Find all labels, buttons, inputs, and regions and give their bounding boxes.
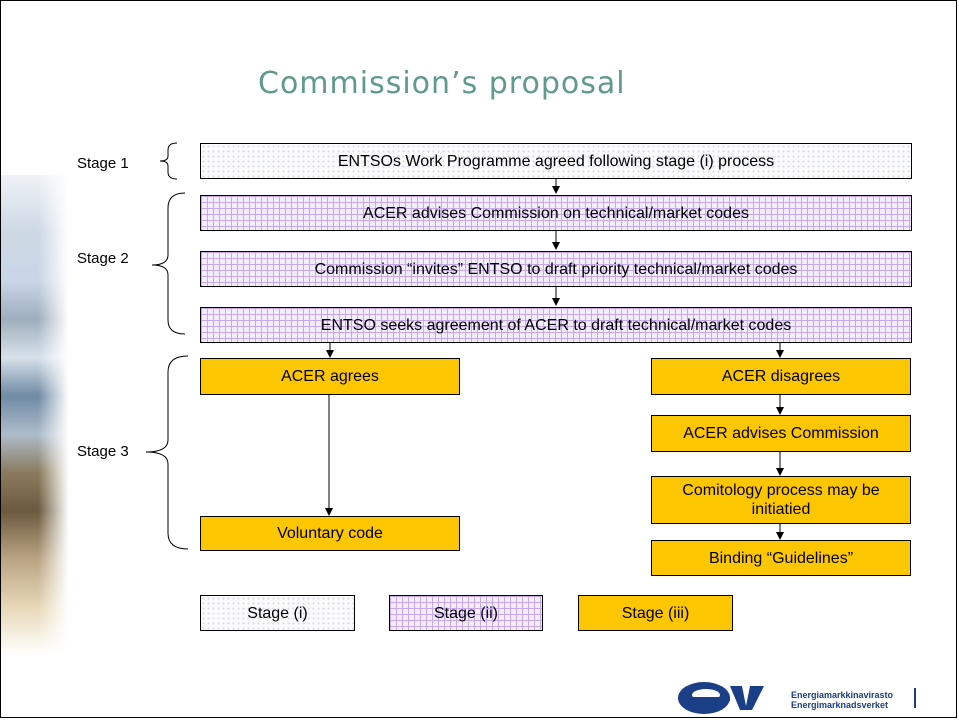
slide-title: Commission’s proposal bbox=[258, 66, 626, 101]
stage-1-brace bbox=[159, 142, 178, 180]
box-comitology: Comitology process may be initiatied bbox=[651, 476, 911, 524]
box-acer-agrees: ACER agrees bbox=[200, 358, 460, 395]
box-acer-advises-commission: ACER advises Commission bbox=[651, 415, 911, 452]
stage-3-brace bbox=[145, 355, 189, 550]
legend-stage-ii: Stage (ii) bbox=[389, 595, 543, 631]
emv-logo-wordmark: emv bbox=[734, 705, 735, 706]
box-work-programme: ENTSOs Work Programme agreed following s… bbox=[200, 143, 912, 179]
legend-stage-iii: Stage (iii) bbox=[578, 595, 733, 631]
box-voluntary-code: Voluntary code bbox=[200, 516, 460, 551]
stage-3-label: Stage 3 bbox=[77, 443, 129, 460]
logo-divider bbox=[914, 688, 916, 708]
logo-line-2: Energimarknadsverket bbox=[791, 700, 889, 710]
stage-2-brace bbox=[151, 192, 186, 335]
emv-logo-mark: emv bbox=[678, 682, 764, 714]
box-acer-disagrees: ACER disagrees bbox=[651, 358, 911, 395]
stage-1-label: Stage 1 bbox=[77, 155, 129, 172]
box-acer-advises-codes: ACER advises Commission on technical/mar… bbox=[200, 195, 912, 231]
stage-2-label: Stage 2 bbox=[77, 250, 129, 267]
energy-collage-image bbox=[1, 175, 69, 655]
box-commission-invites: Commission “invites” ENTSO to draft prio… bbox=[200, 251, 912, 287]
emv-logo: emv Energiamarkkinavirasto Energimarknad… bbox=[676, 676, 916, 714]
legend-stage-i: Stage (i) bbox=[200, 595, 355, 631]
box-binding-guidelines: Binding “Guidelines” bbox=[651, 540, 911, 576]
box-entso-seeks: ENTSO seeks agreement of ACER to draft t… bbox=[200, 307, 912, 343]
logo-line-1: Energiamarkkinavirasto bbox=[791, 690, 894, 700]
